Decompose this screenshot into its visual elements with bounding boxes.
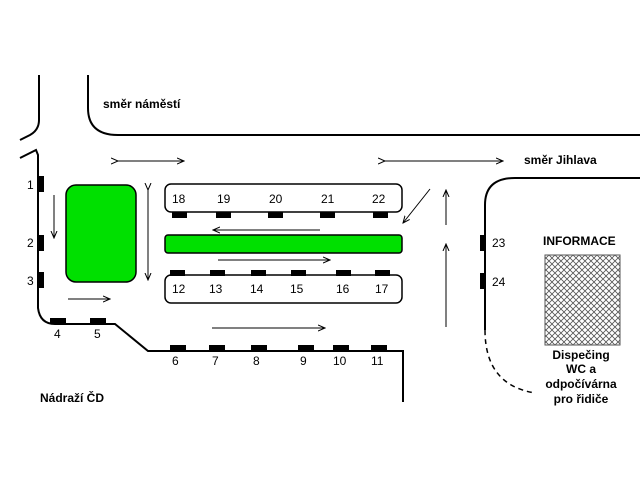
bay-23 [480, 235, 486, 251]
bay-15 [291, 270, 306, 276]
stand-number-20: 20 [269, 192, 283, 206]
bay-11 [371, 345, 387, 351]
label-dispecing-line3: odpočívárna [545, 377, 617, 391]
stand-number-17: 17 [375, 282, 389, 296]
stand-number-12: 12 [172, 282, 186, 296]
bay-18 [172, 212, 187, 218]
stand-number-11: 11 [371, 354, 384, 368]
bay-3 [38, 272, 44, 288]
platform-north [164, 183, 403, 213]
stand-number-21: 21 [321, 192, 335, 206]
green-strip-center [164, 234, 403, 254]
stand-number-14: 14 [250, 282, 264, 296]
stand-number-8: 8 [253, 354, 260, 368]
bay-17 [375, 270, 390, 276]
stand-number-1: 1 [27, 178, 34, 192]
road-edge-left-top [19, 75, 40, 141]
stand-number-15: 15 [290, 282, 304, 296]
bay-12 [170, 270, 185, 276]
bay-9 [298, 345, 314, 351]
bay-6 [170, 345, 186, 351]
stand-number-2: 2 [27, 236, 34, 250]
bay-19 [216, 212, 231, 218]
label-dispecing-line1: Dispečing [552, 348, 609, 362]
stand-number-6: 6 [172, 354, 179, 368]
stand-number-18: 18 [172, 192, 186, 206]
arrow-diagonal-in [403, 188, 431, 223]
stand-number-16: 16 [336, 282, 350, 296]
bay-13 [210, 270, 225, 276]
stand-number-23: 23 [492, 236, 506, 250]
label-dispecing-line2: WC a [566, 362, 596, 376]
bay-7 [209, 345, 225, 351]
platform-south [164, 274, 403, 304]
stand-number-19: 19 [217, 192, 231, 206]
label-smer-namesti: směr náměstí [103, 97, 181, 111]
bay-4 [50, 318, 66, 324]
stand-number-10: 10 [333, 354, 347, 368]
bay-20 [268, 212, 283, 218]
green-island-west [65, 184, 137, 283]
label-smer-jihlava: směr Jihlava [524, 153, 597, 167]
bay-22 [373, 212, 388, 218]
stand-number-9: 9 [300, 354, 307, 368]
label-dispecing-line4: pro řidiče [554, 392, 609, 406]
bay-24 [480, 273, 486, 289]
road-edge-upper [87, 75, 640, 136]
label-informace: INFORMACE [543, 234, 616, 248]
road-edge-east [484, 177, 640, 330]
stand-number-3: 3 [27, 274, 34, 288]
stand-number-7: 7 [212, 354, 219, 368]
info-building [544, 254, 621, 346]
bay-1 [38, 176, 44, 192]
stand-number-22: 22 [372, 192, 386, 206]
bay-2 [38, 235, 44, 251]
bay-10 [333, 345, 349, 351]
label-nadrazi: Nádraží ČD [40, 390, 104, 405]
stand-number-24: 24 [492, 275, 506, 289]
stand-number-5: 5 [94, 327, 101, 341]
bay-21 [320, 212, 335, 218]
bay-8 [251, 345, 267, 351]
bay-5 [90, 318, 106, 324]
bay-16 [336, 270, 351, 276]
bay-14 [251, 270, 266, 276]
road-edge-dashed [484, 329, 536, 394]
stand-number-13: 13 [209, 282, 223, 296]
stand-number-4: 4 [54, 327, 61, 341]
